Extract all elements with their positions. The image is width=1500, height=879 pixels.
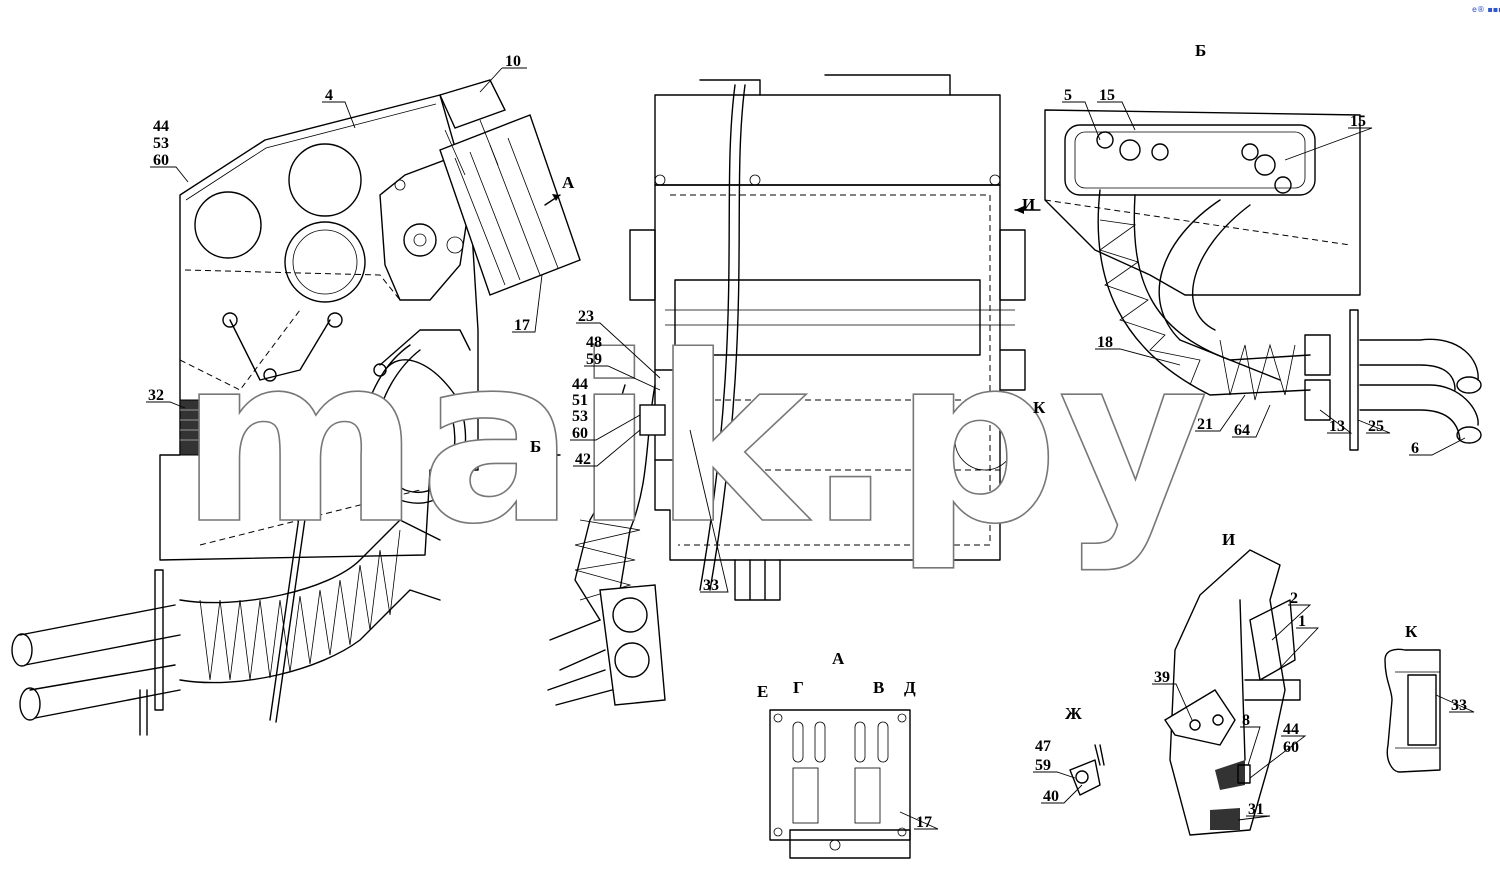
callout-13: 13 [1329, 418, 1345, 435]
callout-10: 10 [505, 53, 521, 70]
callout-60-view-i: 60 [1283, 739, 1299, 756]
arrow-label-a: А [562, 173, 575, 192]
callout-5: 5 [1064, 87, 1072, 104]
callout-17-view-a: 17 [916, 814, 932, 831]
callout-60-left: 60 [153, 152, 169, 169]
view-letter-a: А [832, 649, 845, 668]
callout-59-view-zh: 59 [1035, 757, 1051, 774]
callout-44-view-i: 44 [1283, 721, 1299, 738]
slot-label-e: Е [757, 682, 768, 701]
view-k-detail [1384, 648, 1441, 773]
callout-59-centre: 59 [586, 351, 602, 368]
callout-17-left: 17 [514, 317, 530, 334]
left-heater-side-view [11, 79, 581, 736]
callout-44-centre: 44 [572, 376, 588, 393]
callout-1: 1 [1298, 613, 1306, 630]
callout-64: 64 [1234, 422, 1250, 439]
view-a-detail [769, 709, 911, 859]
callout-15-left: 15 [1099, 87, 1115, 104]
callout-18: 18 [1097, 334, 1113, 351]
callout-51: 51 [572, 392, 588, 409]
callout-53-left: 53 [153, 135, 169, 152]
callout-25: 25 [1368, 418, 1384, 435]
callout-40: 40 [1043, 788, 1059, 805]
view-b-detail [1044, 109, 1482, 451]
view-zh-detail [1069, 744, 1105, 796]
view-letter-zh: Ж [1065, 704, 1082, 723]
callout-48: 48 [586, 334, 602, 351]
slot-label-g: Г [793, 678, 804, 697]
leader-lines [146, 67, 1475, 830]
callout-44-left: 44 [153, 118, 169, 135]
arrow-label-k: К [1033, 398, 1046, 417]
callout-53-centre: 53 [572, 408, 588, 425]
centre-heater-front-view [547, 74, 1041, 706]
callout-33-centre: 33 [703, 577, 719, 594]
callout-47: 47 [1035, 738, 1051, 755]
view-i-detail [1164, 549, 1301, 836]
callout-4: 4 [325, 87, 333, 104]
view-letter-k: К [1405, 622, 1418, 641]
callout-2: 2 [1290, 590, 1298, 607]
callout-60-centre: 60 [572, 425, 588, 442]
callout-8: 8 [1242, 712, 1250, 729]
slot-label-d: Д [904, 678, 916, 697]
callout-33-view-k: 33 [1451, 697, 1467, 714]
callout-6: 6 [1411, 440, 1419, 457]
slot-label-v: В [873, 678, 884, 697]
callout-21: 21 [1197, 416, 1213, 433]
callout-32: 32 [148, 387, 164, 404]
view-letter-i: И [1222, 530, 1235, 549]
watermark-text: maik.py [180, 308, 1209, 575]
arrow-label-i: И [1022, 195, 1035, 214]
view-letter-b: Б [1195, 41, 1206, 60]
callout-42: 42 [575, 451, 591, 468]
callout-labels: 10 4 44 53 60 17 32 23 48 59 44 51 53 60… [148, 53, 1467, 831]
callout-23: 23 [578, 308, 594, 325]
callout-31: 31 [1248, 801, 1264, 818]
corner-mark: e® ▪▪▪ [1472, 5, 1500, 14]
callout-39: 39 [1154, 669, 1170, 686]
arrow-label-b: Б [530, 437, 541, 456]
callout-15-right: 15 [1350, 113, 1366, 130]
